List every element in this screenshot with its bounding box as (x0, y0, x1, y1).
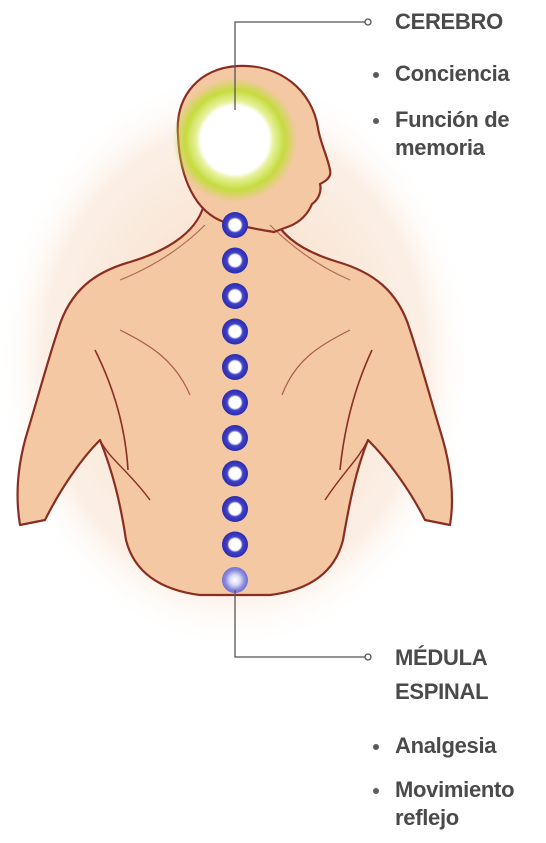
bullet-dot (373, 744, 379, 750)
spinal-title-line1: MÉDULA (395, 644, 487, 672)
vertebra (222, 496, 248, 522)
vertebra (222, 461, 248, 487)
vertebra (222, 319, 248, 345)
vertebra (222, 532, 248, 558)
brain-item-2: Función de memoria (395, 106, 540, 162)
vertebra (222, 212, 248, 238)
brain-leader-end (365, 19, 371, 25)
vertebra (222, 354, 248, 380)
spinal-title-line2: ESPINAL (395, 678, 488, 706)
bullet-dot (373, 118, 379, 124)
brain-item-1: Conciencia (395, 60, 509, 88)
vertebra (222, 425, 248, 451)
vertebra (222, 390, 248, 416)
vertebra (222, 283, 248, 309)
brain-title: CEREBRO (395, 8, 503, 36)
vertebra (222, 248, 248, 274)
spinal-item-2: Movimiento reflejo (395, 776, 540, 832)
spine-leader-end (365, 654, 371, 660)
bullet-dot (373, 788, 379, 794)
vertebra (222, 567, 248, 593)
spinal-item-1: Analgesia (395, 732, 496, 760)
bullet-dot (373, 72, 379, 78)
spine (222, 212, 248, 593)
